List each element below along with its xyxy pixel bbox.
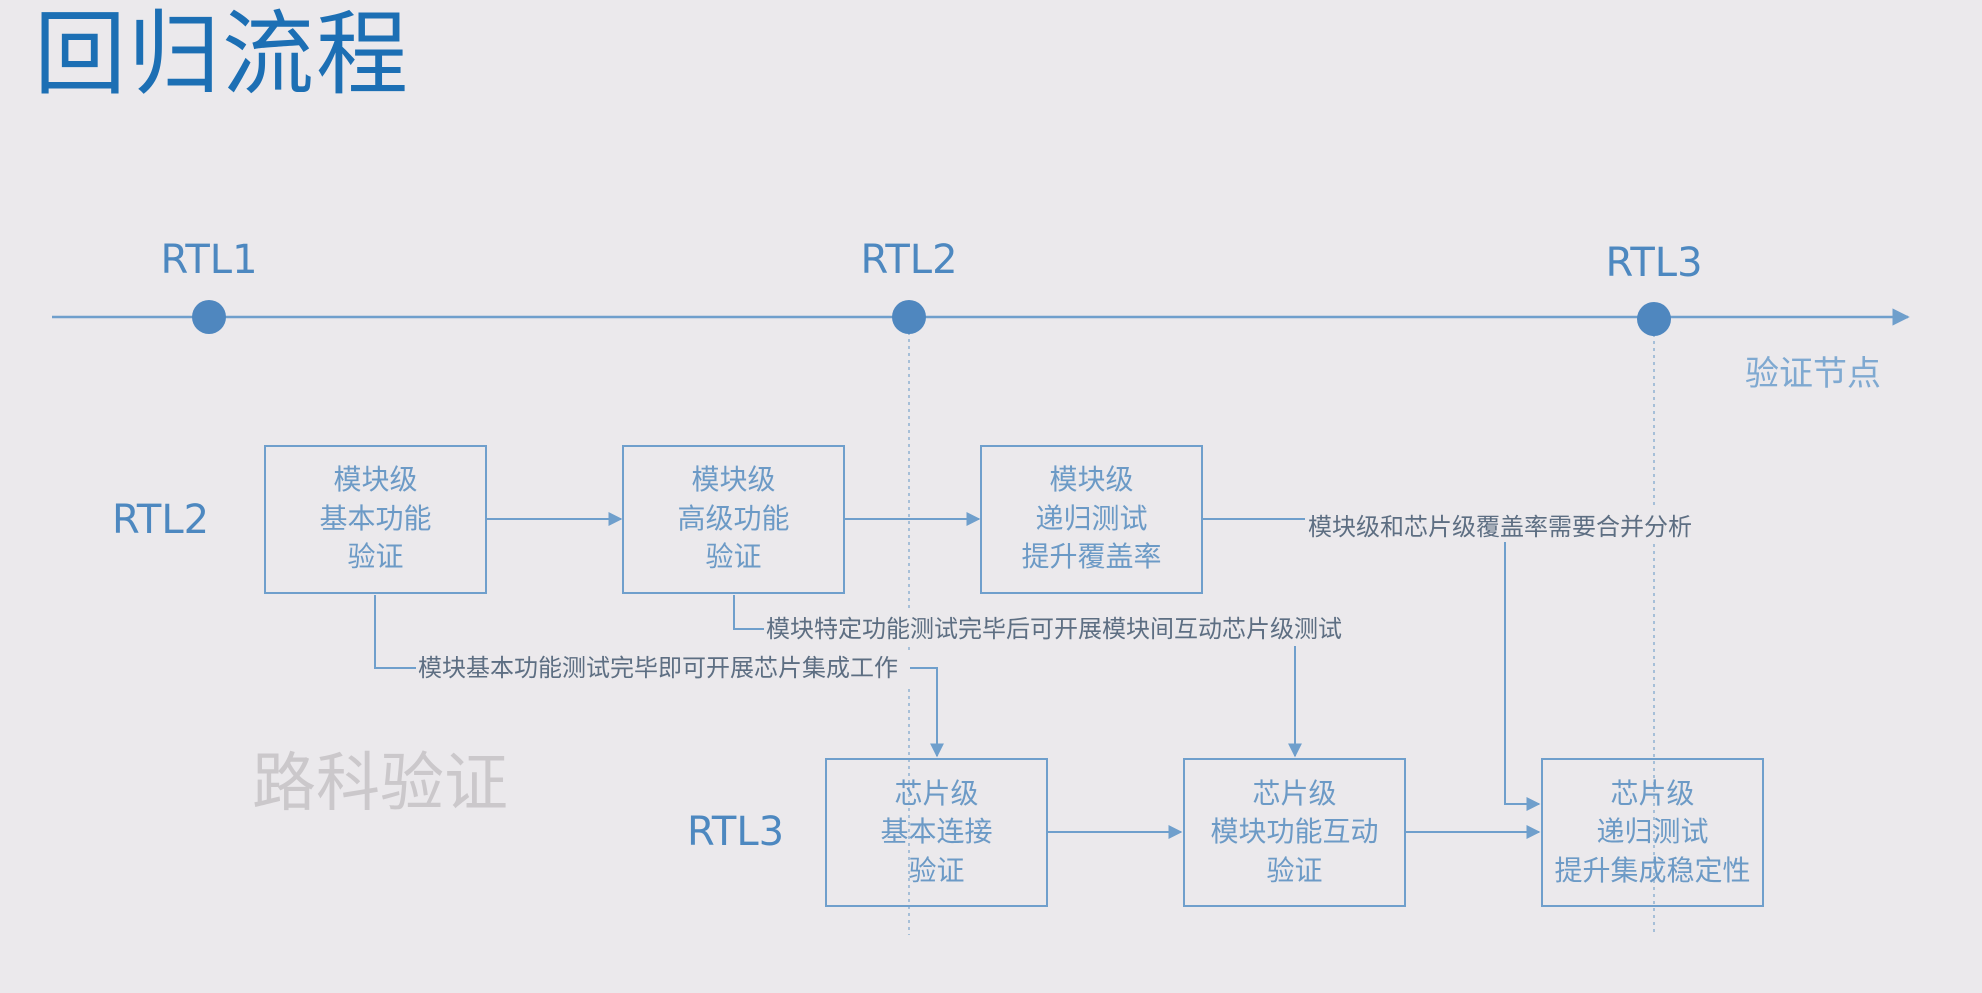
note-interaction-start: 模块特定功能测试完毕后可开展模块间互动芯片级测试: [766, 615, 1342, 643]
note-coverage-merge-bg: [1305, 508, 1703, 542]
note-interaction-start-bg: [764, 612, 1356, 646]
box-line: 提升集成稳定性: [1554, 854, 1750, 887]
box-line: 模块功能互动: [1210, 815, 1378, 848]
box-line: 基本功能: [319, 502, 431, 535]
box-chip-basic: 芯片级 基本连接 验证: [825, 758, 1048, 907]
milestone-label-rtl1: RTL1: [160, 237, 257, 283]
box-line: 芯片级: [894, 777, 978, 810]
milestone-dot-rtl2: [892, 300, 926, 334]
lane-label-rtl3: RTL3: [687, 809, 784, 855]
note-integration-start-bg: [416, 651, 910, 685]
arrow-block-regression-to-chip-regression: [1203, 518, 1541, 811]
milestone-label-rtl3: RTL3: [1605, 240, 1702, 286]
watermark: 路科验证: [252, 747, 508, 821]
box-line: 验证: [908, 854, 964, 887]
page-title: 回归流程: [34, 1, 411, 108]
box-line: 验证: [705, 540, 761, 573]
box-line: 验证: [347, 540, 403, 573]
box-line: 芯片级: [1252, 777, 1336, 810]
box-block-advanced: 模块级 高级功能 验证: [622, 445, 845, 594]
box-line: 模块级: [1049, 463, 1133, 496]
lane-label-rtl2: RTL2: [112, 497, 209, 543]
box-line: 递归测试: [1596, 815, 1708, 848]
milestone-dot-rtl1: [192, 300, 226, 334]
box-block-basic: 模块级 基本功能 验证: [264, 445, 487, 594]
box-line: 模块级: [691, 463, 775, 496]
box-line: 模块级: [333, 463, 417, 496]
box-line: 芯片级: [1610, 777, 1694, 810]
milestone-dot-rtl3: [1637, 302, 1671, 336]
box-chip-interact: 芯片级 模块功能互动 验证: [1183, 758, 1406, 907]
note-coverage-merge: 模块级和芯片级覆盖率需要合并分析: [1308, 513, 1692, 541]
box-line: 高级功能: [677, 502, 789, 535]
note-integration-start: 模块基本功能测试完毕即可开展芯片集成工作: [418, 654, 898, 682]
box-line: 基本连接: [880, 815, 992, 848]
milestone-label-rtl2: RTL2: [860, 237, 957, 283]
box-line: 提升覆盖率: [1021, 540, 1161, 573]
box-chip-regression: 芯片级 递归测试 提升集成稳定性: [1541, 758, 1764, 907]
box-block-regression: 模块级 递归测试 提升覆盖率: [980, 445, 1203, 594]
box-line: 验证: [1266, 854, 1322, 887]
box-line: 递归测试: [1035, 502, 1147, 535]
axis-caption: 验证节点: [1745, 354, 1881, 394]
